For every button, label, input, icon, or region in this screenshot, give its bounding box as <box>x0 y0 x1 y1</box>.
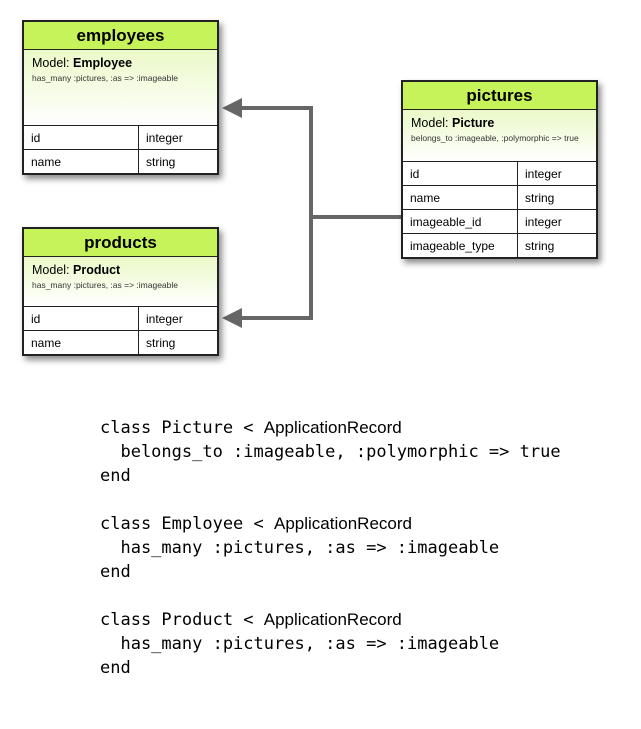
model-label: Model: <box>32 263 73 277</box>
table-row: imageable_type string <box>403 233 596 257</box>
code-parent-class: ApplicationRecord <box>274 514 412 533</box>
pictures-model-line: Model: Picture <box>411 116 588 130</box>
pictures-model-box: Model: Picture belongs_to :imageable, :p… <box>403 110 596 162</box>
code-class-decl: class Product < <box>100 610 264 630</box>
column-name: id <box>24 307 139 330</box>
column-type: integer <box>525 214 562 229</box>
code-line-employee-body: has_many :pictures, :as => :imageable <box>100 538 500 558</box>
table-row: id integer <box>24 307 217 330</box>
code-line-product-end: end <box>100 658 131 678</box>
products-association: has_many :pictures, :as => :imageable <box>32 280 178 290</box>
column-type: string <box>146 154 176 169</box>
model-label: Model: <box>32 56 73 70</box>
column-type: string <box>525 238 555 253</box>
products-table: products Model: Product has_many :pictur… <box>22 227 219 356</box>
pictures-model-name: Picture <box>452 116 495 130</box>
products-model-line: Model: Product <box>32 263 209 277</box>
code-parent-class: ApplicationRecord <box>263 418 402 437</box>
code-line-picture-end: end <box>100 466 131 486</box>
code-line-picture-body: belongs_to :imageable, :polymorphic => t… <box>100 442 561 462</box>
column-name: name <box>403 186 518 209</box>
column-name: id <box>24 126 139 149</box>
column-type: integer <box>146 311 183 326</box>
code-line-employee-class: class Employee < ApplicationRecord <box>100 512 561 536</box>
employees-table-title: employees <box>24 22 217 50</box>
code-line-picture-class: class Picture < ApplicationRecord <box>100 416 561 440</box>
employees-model-box: Model: Employee has_many :pictures, :as … <box>24 50 217 126</box>
code-parent-class: ApplicationRecord <box>263 610 402 629</box>
table-row: id integer <box>403 162 596 185</box>
employees-table: employees Model: Employee has_many :pict… <box>22 20 219 175</box>
column-name: name <box>24 150 139 173</box>
table-row: name string <box>24 330 217 354</box>
pictures-table-title: pictures <box>403 82 596 110</box>
pictures-association: belongs_to :imageable, :polymorphic => t… <box>411 133 579 143</box>
products-model-name: Product <box>73 263 121 277</box>
column-type: integer <box>146 130 183 145</box>
code-blank-line <box>100 584 561 608</box>
table-row: name string <box>24 149 217 173</box>
arrowhead-products-icon <box>222 308 242 328</box>
pictures-columns: id integer name string imageable_id inte… <box>403 162 596 257</box>
column-type: integer <box>525 166 562 181</box>
code-listing: class Picture < ApplicationRecord belong… <box>100 416 561 680</box>
connector-line-products <box>240 217 313 320</box>
products-columns: id integer name string <box>24 307 217 354</box>
code-class-decl: class Picture < <box>100 418 264 438</box>
column-name: imageable_id <box>403 210 518 233</box>
table-row: id integer <box>24 126 217 149</box>
products-table-title: products <box>24 229 217 257</box>
code-line-product-body: has_many :pictures, :as => :imageable <box>100 634 500 654</box>
code-line-employee-end: end <box>100 562 131 582</box>
code-class-decl: class Employee < <box>100 514 274 534</box>
pictures-table: pictures Model: Picture belongs_to :imag… <box>401 80 598 259</box>
connector-line-employees <box>240 106 402 219</box>
table-row: name string <box>403 185 596 209</box>
column-name: name <box>24 331 139 354</box>
model-label: Model: <box>411 116 452 130</box>
employees-model-line: Model: Employee <box>32 56 209 70</box>
products-model-box: Model: Product has_many :pictures, :as =… <box>24 257 217 307</box>
code-blank-line <box>100 488 561 512</box>
code-line-product-class: class Product < ApplicationRecord <box>100 608 561 632</box>
column-type: string <box>525 190 555 205</box>
employees-model-name: Employee <box>73 56 133 70</box>
column-name: id <box>403 162 518 185</box>
column-type: string <box>146 335 176 350</box>
employees-association: has_many :pictures, :as => :imageable <box>32 73 178 83</box>
arrowhead-employees-icon <box>222 98 242 118</box>
column-name: imageable_type <box>403 234 518 257</box>
employees-columns: id integer name string <box>24 126 217 173</box>
table-row: imageable_id integer <box>403 209 596 233</box>
